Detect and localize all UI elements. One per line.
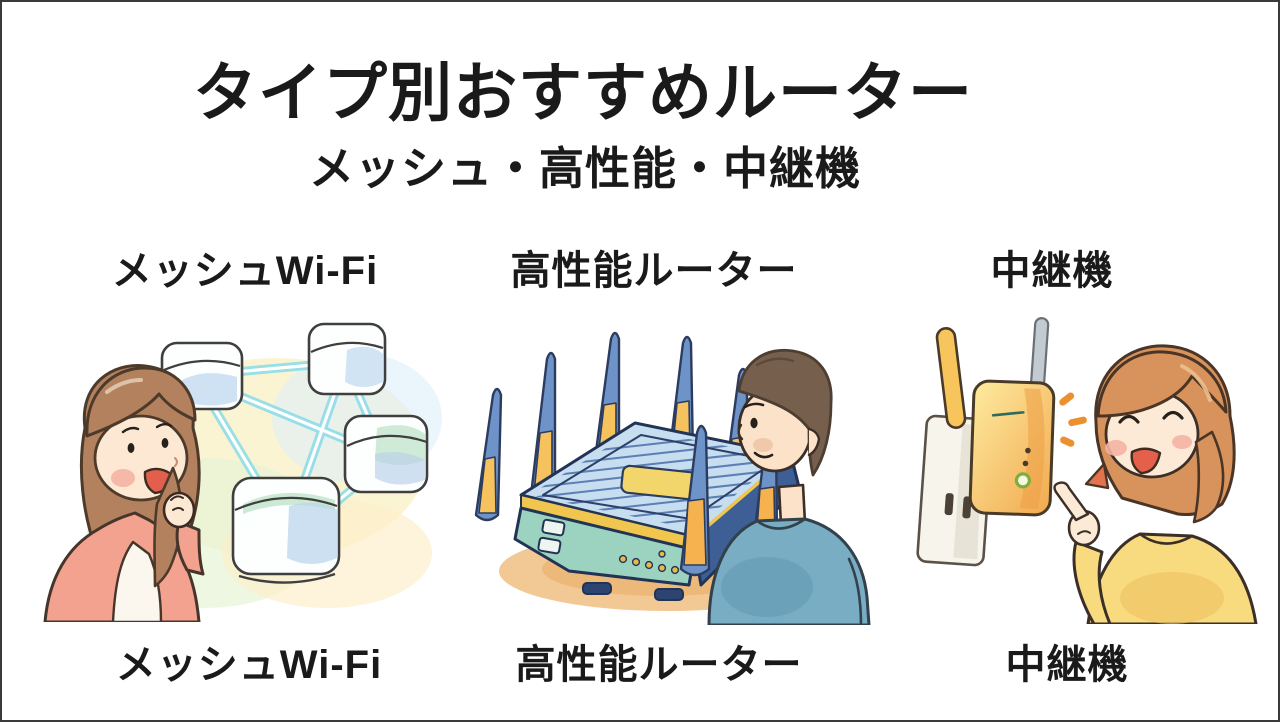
page-subtitle: メッシュ・高性能・中継機 (308, 143, 861, 194)
page-title: タイプ別おすすめルーター (193, 57, 973, 129)
mesh-wifi-illustration (27, 308, 442, 622)
repeater-top-label: 中継機 (990, 249, 1114, 293)
woman-pointing-illustration (1055, 346, 1256, 624)
router-status-leds (620, 551, 679, 573)
mesh-node (233, 478, 339, 583)
repeater-device (970, 381, 1055, 516)
mesh-wifi-bottom-label: メッシュWi-Fi (115, 643, 383, 687)
woman-illustration (45, 366, 203, 622)
repeater-led (1016, 474, 1029, 487)
mesh-node (345, 416, 427, 492)
man-illustration (709, 350, 869, 625)
high-performance-bottom-label: 高性能ルーター (515, 643, 803, 687)
repeater-antenna-left (936, 327, 966, 428)
high-performance-router-illustration (457, 307, 882, 625)
mesh-node (309, 324, 385, 394)
mesh-wifi-top-label: メッシュWi-Fi (111, 249, 379, 293)
repeater-illustration (882, 312, 1274, 624)
sparkle-marks (1059, 392, 1087, 447)
high-performance-top-label: 高性能ルーター (510, 249, 798, 293)
repeater-bottom-label: 中継機 (1005, 643, 1129, 687)
